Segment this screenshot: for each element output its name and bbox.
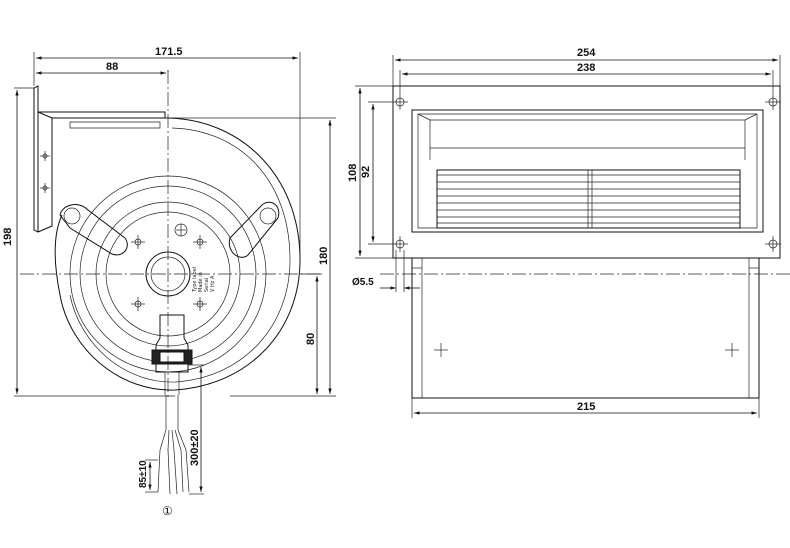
dim-5-5: Ø5.5: [352, 277, 374, 288]
cable: [157, 395, 190, 495]
mount-flange: [33, 85, 39, 233]
svg-text:Made in: Made in: [198, 272, 204, 292]
svg-text:V Hz A: V Hz A: [210, 275, 216, 292]
cable-gland: [155, 314, 189, 373]
dim-238: 238: [577, 62, 595, 74]
dim-198: 198: [2, 228, 14, 246]
marker-1: ①: [162, 504, 173, 518]
side-view: Type label Made in Serial V Hz A 171.5: [2, 46, 336, 518]
svg-text:Serial: Serial: [204, 278, 210, 292]
outlet-flange: [392, 85, 781, 259]
dim-254: 254: [577, 47, 596, 59]
dim-171-5: 171.5: [155, 46, 183, 58]
dim-300: 300±20: [189, 429, 201, 466]
dim-88: 88: [106, 61, 118, 73]
dim-108: 108: [347, 164, 359, 182]
dim-180: 180: [318, 247, 330, 265]
dim-80: 80: [305, 333, 317, 345]
svg-text:Type label: Type label: [192, 267, 198, 293]
dim-92: 92: [360, 166, 372, 178]
scroll-housing: [54, 117, 301, 391]
dim-85: 85±10: [138, 460, 149, 488]
front-view: 254 238 108 92 Ø5.5 215: [347, 47, 790, 418]
impeller: [436, 169, 741, 229]
dim-215: 215: [577, 401, 595, 413]
